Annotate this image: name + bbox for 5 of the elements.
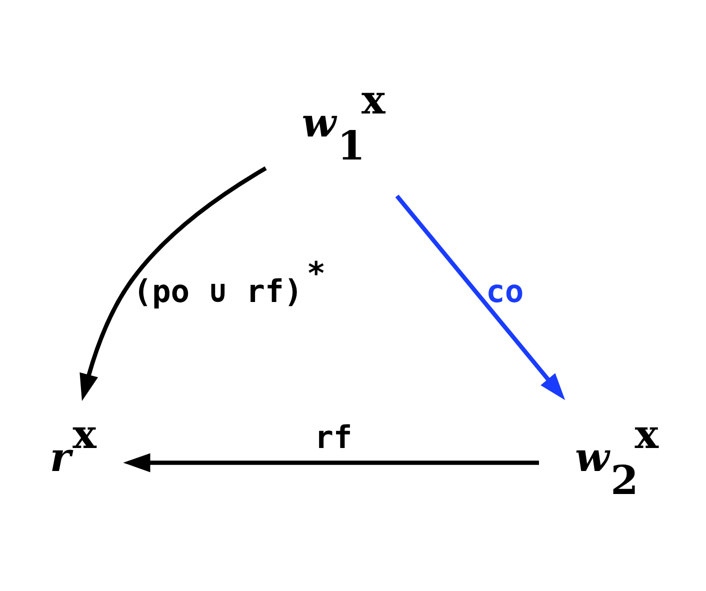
arrow xyxy=(123,453,539,472)
edge-label: rf xyxy=(314,420,352,456)
arrow xyxy=(395,194,566,400)
edge-label: co xyxy=(486,274,524,310)
arrow xyxy=(80,166,267,402)
